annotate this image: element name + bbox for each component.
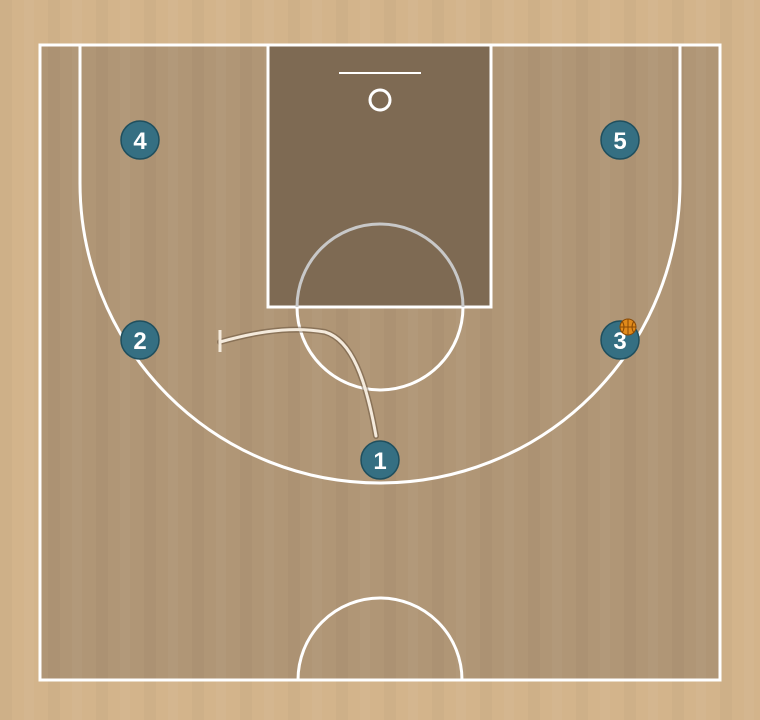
player-5[interactable]: 5 xyxy=(600,120,640,160)
court-lines xyxy=(38,43,722,682)
dribble-path xyxy=(218,328,378,438)
lane-lines xyxy=(266,43,493,309)
three-point-line xyxy=(78,45,682,485)
player-1-number: 1 xyxy=(373,448,386,475)
rim xyxy=(368,88,392,112)
paint-area xyxy=(268,45,491,307)
player-1[interactable]: 1 xyxy=(360,440,400,480)
dribble-action xyxy=(217,326,379,439)
player-3-number: 3 xyxy=(613,328,626,355)
player-2-number: 2 xyxy=(133,328,146,355)
center-circle xyxy=(296,596,464,681)
basketball-icon xyxy=(619,318,637,336)
player-2[interactable]: 2 xyxy=(120,320,160,360)
player-4-number: 4 xyxy=(133,128,147,155)
player-5-number: 5 xyxy=(613,128,626,155)
player-4[interactable]: 4 xyxy=(120,120,160,160)
free-throw-circle-lower xyxy=(295,306,465,392)
free-throw-circle-upper xyxy=(295,222,465,308)
